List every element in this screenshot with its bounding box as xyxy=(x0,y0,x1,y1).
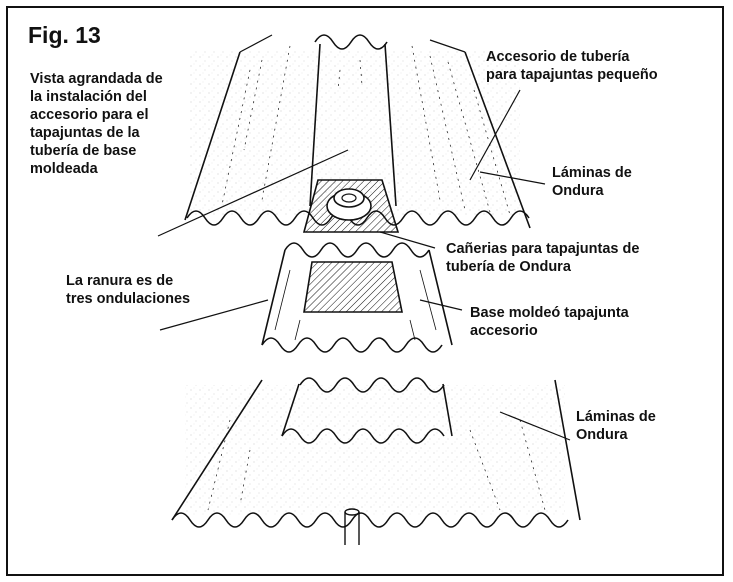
label-line: Ondura xyxy=(576,427,628,443)
label-line: Láminas de xyxy=(552,165,632,181)
upper-ondura-sheets xyxy=(184,34,531,229)
label-line: tubería de base xyxy=(30,143,137,159)
label-pipe-flashing: Cañerias para tapajuntas de tubería de O… xyxy=(446,240,639,276)
label-molded-base: Base moldeó tapajunta accesorio xyxy=(470,304,629,340)
label-line: moldeada xyxy=(30,161,98,177)
label-sheets-top: Láminas de Ondura xyxy=(552,164,632,200)
label-line: Cañerias para tapajuntas de xyxy=(446,241,640,257)
label-line: Base moldeó tapajunta xyxy=(470,305,629,321)
label-slot: La ranura es de tres ondulaciones xyxy=(66,272,190,308)
label-line: tapajuntas de la xyxy=(30,125,140,141)
label-enlarged-view: Vista agrandada de la instalación del ac… xyxy=(30,70,163,178)
label-line: Accesorio de tubería xyxy=(486,49,630,65)
label-line: La ranura es de xyxy=(66,273,174,289)
label-line: Vista agrandada de xyxy=(30,71,163,87)
label-line: la instalación del xyxy=(30,89,147,105)
label-line: accesorio para el xyxy=(30,107,149,123)
label-line: Láminas de xyxy=(576,409,656,425)
leader-lines xyxy=(157,89,571,441)
label-line: tubería de Ondura xyxy=(446,259,571,275)
label-sheets-bottom: Láminas de Ondura xyxy=(576,408,656,444)
pipe-flashing-accessory xyxy=(302,179,400,233)
label-accessory-small: Accesorio de tubería para tapajuntas peq… xyxy=(486,48,658,84)
label-line: Ondura xyxy=(552,183,604,199)
pipe xyxy=(344,508,360,545)
label-line: para tapajuntas pequeño xyxy=(486,67,658,83)
lower-ondura-sheets xyxy=(171,377,581,528)
molded-base-accessory xyxy=(261,242,453,353)
figure-title: Fig. 13 xyxy=(28,22,101,48)
label-line: accesorio xyxy=(470,323,538,339)
label-line: tres ondulaciones xyxy=(66,291,191,307)
